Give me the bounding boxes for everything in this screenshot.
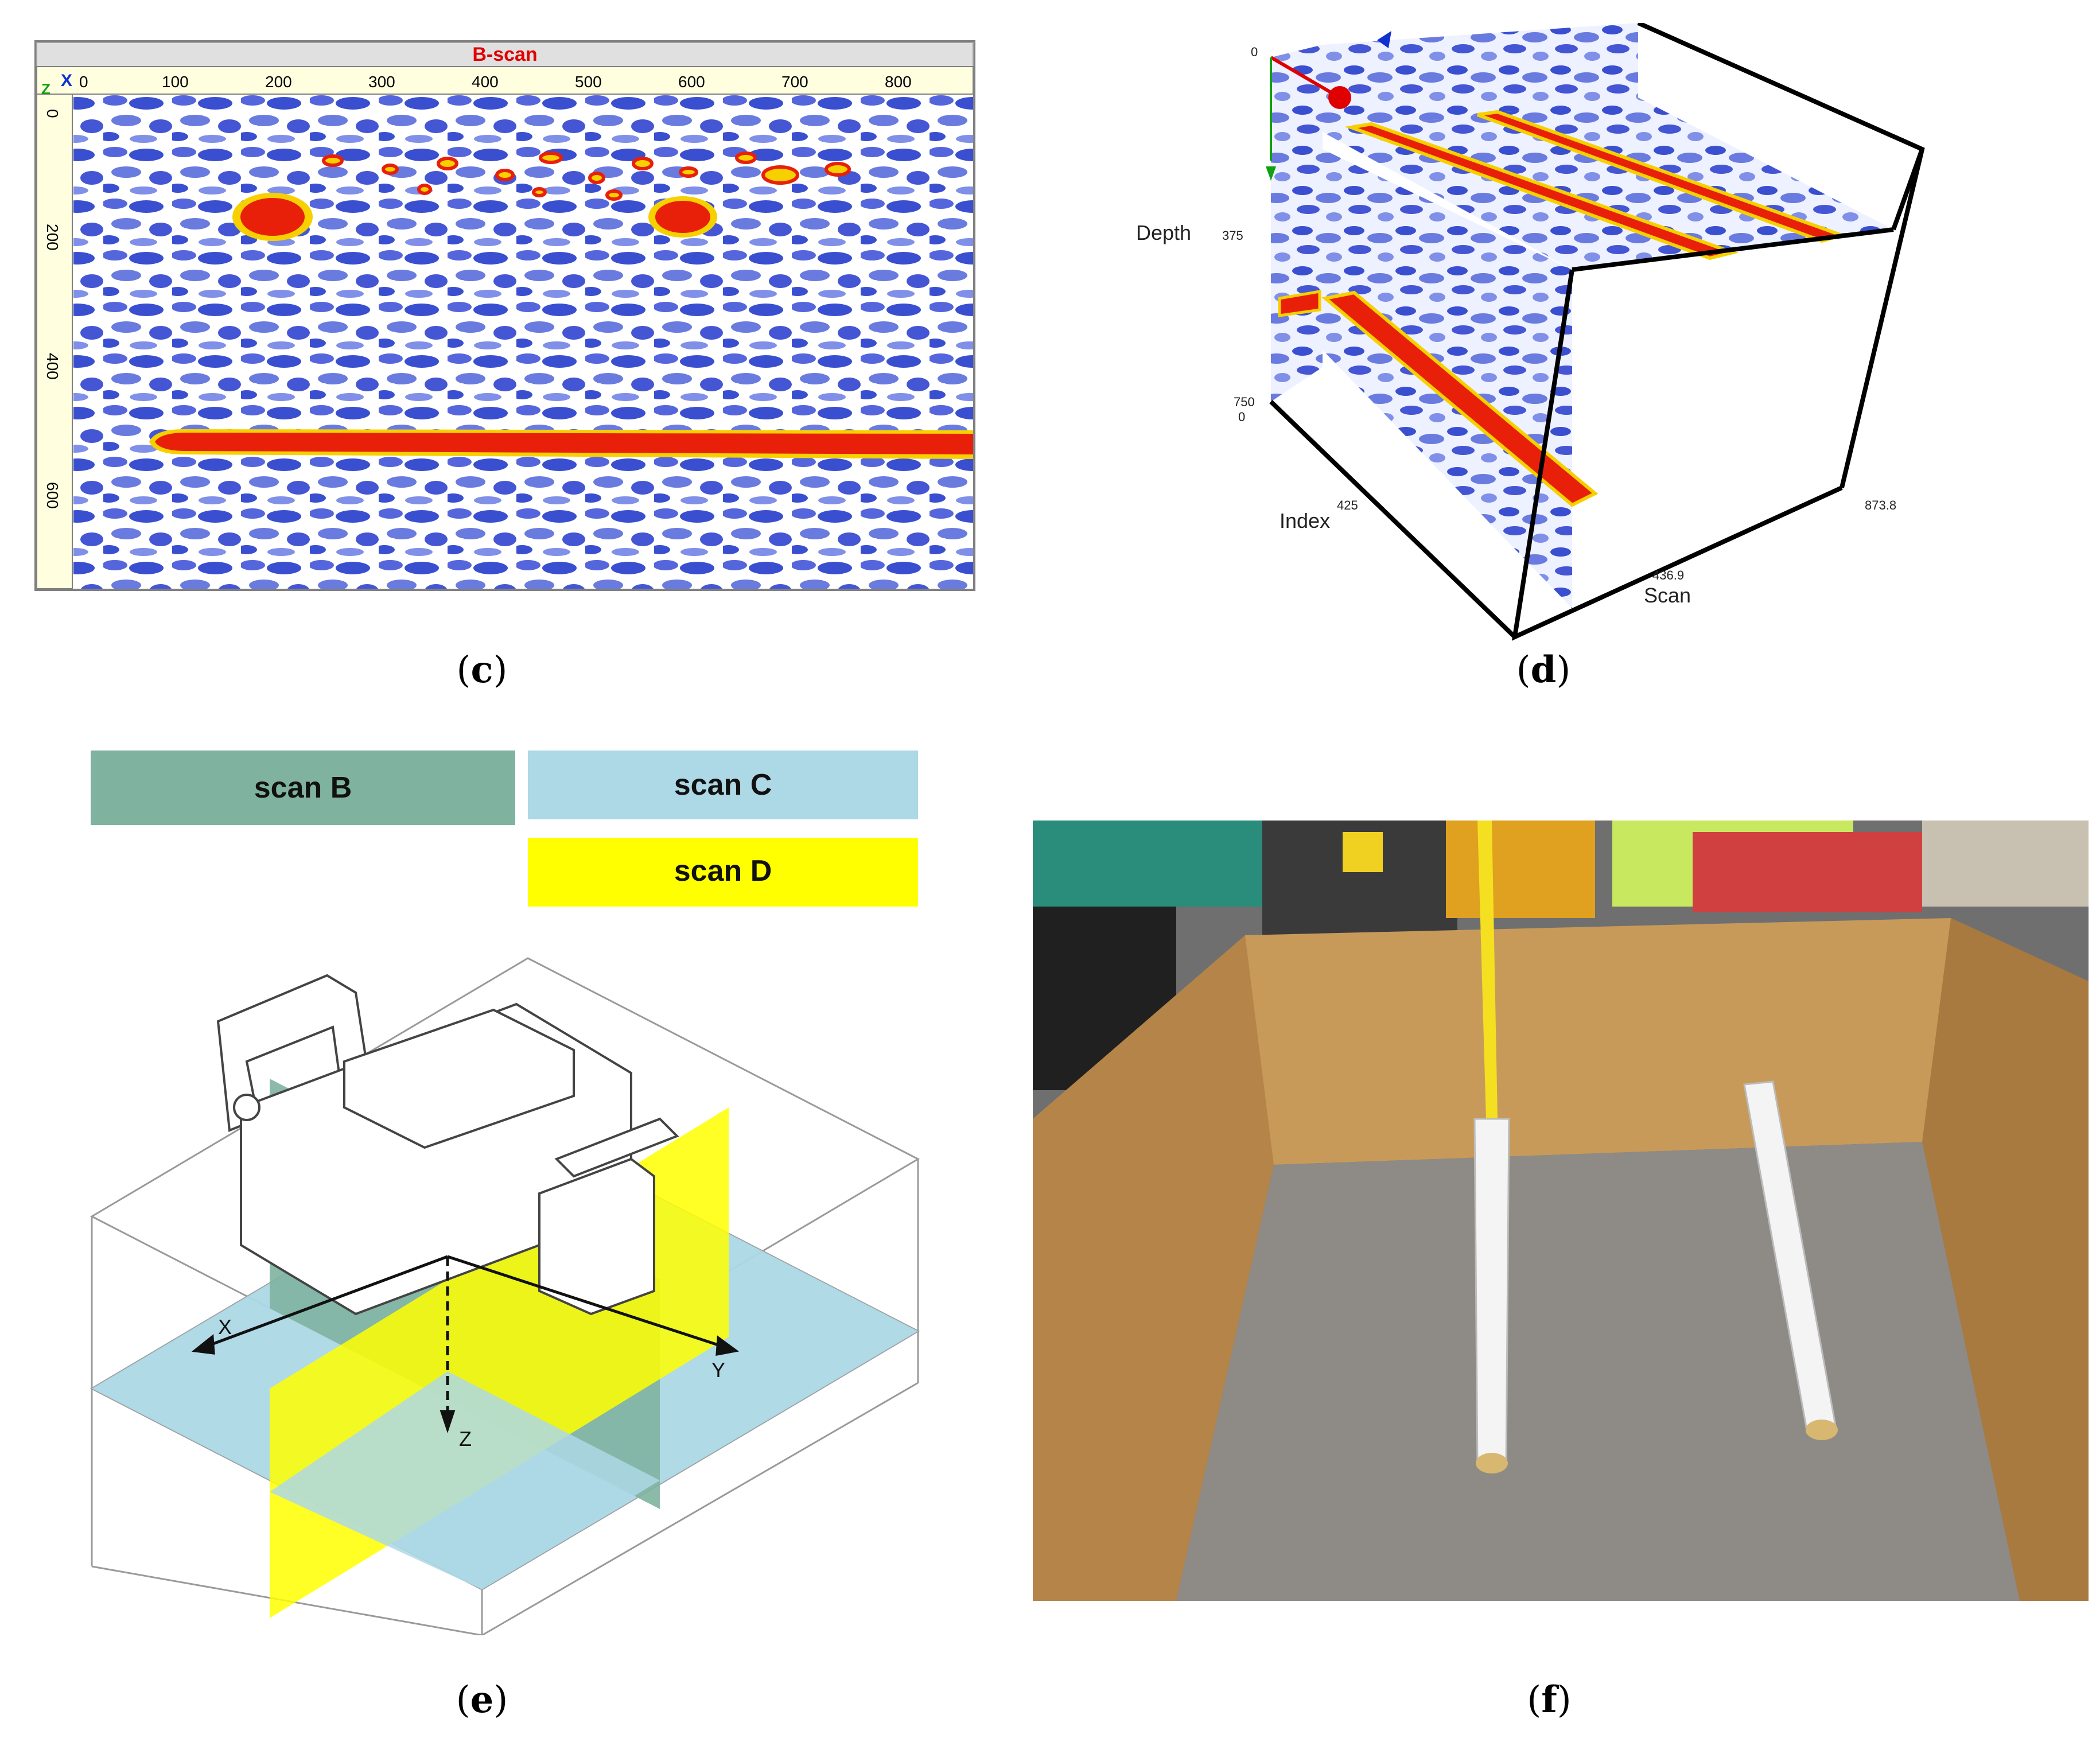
z-tick-600: 600	[44, 482, 61, 509]
x-tick-700: 700	[781, 73, 808, 91]
x-tick-800: 800	[885, 73, 912, 91]
depth-tick-mid: 375	[1222, 228, 1243, 243]
depth-axis-arrow	[1266, 166, 1276, 181]
reflection-target-right	[655, 201, 710, 233]
panel-f-photo	[1033, 821, 2089, 1601]
left-slice	[1271, 45, 1323, 402]
x-tick-500: 500	[575, 73, 602, 91]
panel-e-scan-planes: scan B scan C scan D	[80, 740, 975, 1636]
right-wall-osb	[1922, 918, 2089, 1601]
bottom-reflection	[155, 433, 973, 454]
bscan-axis-x-letter: X	[61, 71, 72, 90]
x-tick-300: 300	[368, 73, 395, 91]
bscan-figure: B-scan X Z 0 100 200 300 400 500 600 700…	[34, 40, 975, 591]
warning-sign	[1343, 832, 1383, 872]
panel-d-3d-volume: Depth 375 0 750 0 Index 425 Scan 436.9 8…	[1136, 21, 1962, 666]
legend: scan B scan C scan D	[91, 751, 918, 907]
axis-index-label: Index	[1280, 509, 1330, 532]
z-tick-400: 400	[44, 353, 61, 380]
axis-depth-label: Depth	[1136, 221, 1191, 244]
back-slice	[1323, 23, 1638, 132]
depth-tick-end: 750	[1234, 395, 1255, 409]
legend-label-scan-c: scan C	[674, 768, 772, 802]
legend-swatch-scan-c	[528, 751, 918, 819]
bscan-image	[73, 95, 973, 589]
legend-label-scan-d: scan D	[674, 854, 772, 888]
coordinate-axes	[191, 1255, 740, 1433]
panel-c-bscan: B-scan X Z 0 100 200 300 400 500 600 700…	[34, 40, 975, 591]
x-tick-400: 400	[472, 73, 499, 91]
horizontal-rebar-1	[1344, 122, 1739, 260]
x-tick-100: 100	[162, 73, 189, 91]
index-tick: 425	[1337, 498, 1358, 512]
axis-scan-label: Scan	[1644, 584, 1691, 607]
caption-f-letter: f	[1541, 1678, 1557, 1721]
horizontal-slice	[1323, 98, 1893, 270]
caption-c-letter: c	[470, 648, 493, 691]
formwork-photo	[1033, 821, 2089, 1601]
depth-zero-bottom: 0	[1238, 410, 1245, 424]
depth-zero-top: 0	[1251, 45, 1258, 59]
caption-f: (f)	[1527, 1678, 1572, 1721]
measuring-tape	[1477, 821, 1498, 1119]
left-reflection	[1278, 290, 1321, 317]
axis-y-label: Y	[711, 1358, 725, 1382]
caption-c: (c)	[456, 648, 508, 691]
bscan-titlebar	[36, 42, 974, 67]
bscan-title: B-scan	[472, 44, 537, 65]
concrete-surface	[1176, 1142, 2020, 1601]
bscan-z-ticks: 0 200 400 600	[44, 109, 61, 509]
caption-d-letter: d	[1530, 648, 1557, 691]
legend-swatch-scan-b	[91, 751, 515, 825]
scanner-device	[216, 974, 679, 1316]
plane-scan-c-front	[270, 1371, 660, 1589]
pipe-left	[1473, 1118, 1510, 1467]
legend-label-scan-b: scan B	[254, 771, 352, 804]
caption-e-letter: e	[470, 1678, 494, 1721]
bscan-x-ruler	[36, 66, 974, 95]
caption-e: (e)	[456, 1678, 508, 1721]
x-tick-0: 0	[79, 73, 88, 91]
x-tick-600: 600	[678, 73, 705, 91]
volume-figure: Depth 375 0 750 0 Index 425 Scan 436.9 8…	[1136, 21, 1925, 641]
vertical-reflection	[1321, 290, 1599, 507]
bscan-z-ruler	[36, 94, 73, 589]
worker-red	[1693, 832, 1922, 912]
scan-tick-mid: 436.9	[1652, 568, 1684, 582]
axis-x-label: X	[218, 1315, 232, 1339]
left-wall-osb	[1033, 935, 1274, 1601]
bscan-noise-field	[73, 95, 973, 589]
pipe-left-end	[1476, 1453, 1508, 1473]
worker-arm	[1922, 821, 2089, 907]
reflection-target-left	[240, 198, 305, 236]
cursor-line	[1270, 56, 1341, 99]
legend-swatch-scan-d	[528, 838, 918, 907]
pipe-right-end	[1806, 1420, 1838, 1440]
scan-axis-arrow	[1377, 31, 1391, 48]
background-yellow	[1446, 821, 1595, 918]
scan-tick-end: 873.8	[1865, 498, 1896, 512]
volume-box	[1269, 21, 1925, 641]
z-tick-200: 200	[44, 224, 61, 251]
bscan-x-ticks: 0 100 200 300 400 500 600 700 800	[79, 73, 912, 91]
back-wall-osb	[1142, 918, 2020, 1165]
axis-z-label: Z	[459, 1427, 472, 1451]
x-tick-200: 200	[265, 73, 292, 91]
z-tick-0: 0	[44, 109, 61, 118]
scan-planes-figure: scan B scan C scan D	[90, 751, 920, 1636]
bscan-axis-z-letter: Z	[41, 80, 50, 98]
caption-d: (d)	[1516, 648, 1571, 691]
